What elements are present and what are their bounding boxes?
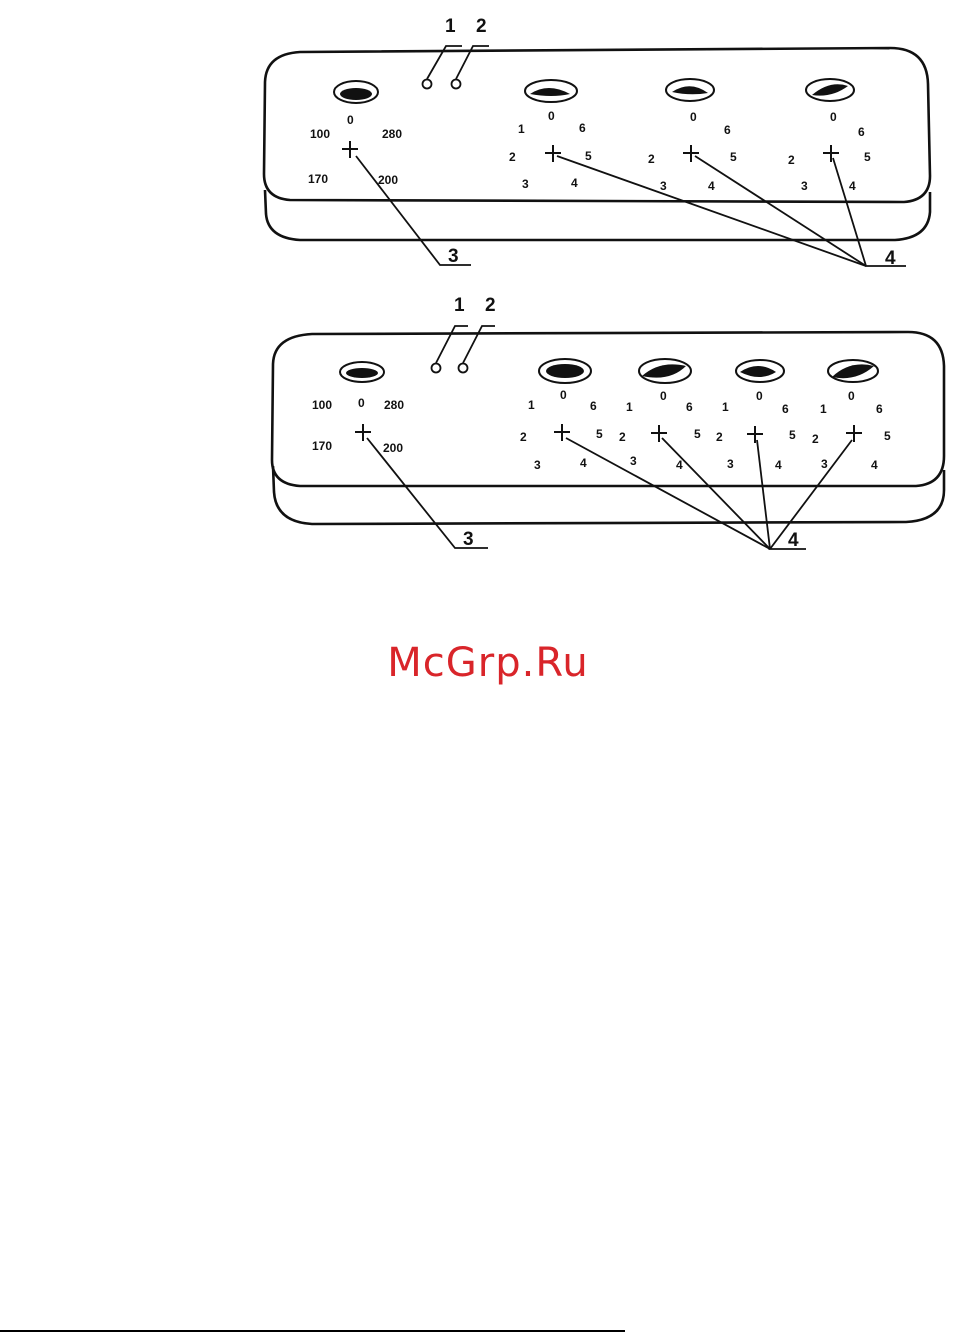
zone-1-knob-icon	[539, 359, 591, 383]
svg-text:5: 5	[596, 427, 603, 441]
callout-4-top: 4	[885, 248, 896, 269]
zone-dial-4-labels-bottom: 0 1 6 2 5 3 4	[812, 389, 891, 472]
svg-text:6: 6	[876, 402, 883, 416]
callout-2-bottom: 2	[485, 295, 496, 316]
svg-text:5: 5	[730, 150, 737, 164]
callout-1-bottom: 1	[454, 295, 465, 316]
svg-text:100: 100	[310, 127, 330, 141]
svg-text:200: 200	[378, 173, 398, 187]
svg-text:280: 280	[384, 398, 404, 412]
svg-text:2: 2	[509, 150, 516, 164]
panel-top-base-outline	[265, 190, 930, 240]
svg-text:5: 5	[694, 427, 701, 441]
temperature-dial-labels-bottom: 100 0 280 170 200	[312, 396, 404, 455]
zone-2-knob-icon	[639, 359, 691, 383]
temperature-knob-icon	[334, 81, 378, 103]
svg-text:1: 1	[820, 402, 827, 416]
svg-text:6: 6	[858, 125, 865, 139]
svg-text:3: 3	[727, 457, 734, 471]
dial-pointer-icon	[846, 425, 862, 442]
panel-bottom-face-outline	[272, 332, 944, 486]
zone-2-knob-icon	[666, 79, 714, 101]
svg-text:4: 4	[580, 456, 587, 470]
svg-text:170: 170	[312, 439, 332, 453]
svg-text:0: 0	[358, 396, 365, 410]
zone-dial-2-labels-top: 0 6 2 5 3 4	[648, 110, 737, 193]
svg-text:5: 5	[789, 428, 796, 442]
zone-dial-1-labels-top: 0 1 6 2 5 3 4	[509, 109, 592, 191]
svg-text:6: 6	[686, 400, 693, 414]
svg-text:2: 2	[716, 430, 723, 444]
page-bottom-rule	[0, 1330, 625, 1332]
svg-text:2: 2	[788, 153, 795, 167]
svg-text:4: 4	[708, 179, 715, 193]
svg-text:2: 2	[648, 152, 655, 166]
svg-text:6: 6	[724, 123, 731, 137]
control-panel-bottom: 1 2 100 0 280 170 200 0 1 6 2 5 3 4	[272, 295, 944, 551]
dial-pointer-icon	[683, 145, 699, 162]
svg-text:3: 3	[821, 457, 828, 471]
control-panel-top: 1 2 0 100 280 170 200 0 1 6 2 5 3 4	[264, 16, 930, 269]
svg-text:0: 0	[560, 388, 567, 402]
dial-pointer-icon	[823, 145, 839, 162]
svg-text:4: 4	[871, 458, 878, 472]
svg-text:2: 2	[520, 430, 527, 444]
dial-pointer-icon	[747, 426, 763, 443]
svg-text:6: 6	[579, 121, 586, 135]
callout-1-top: 1	[445, 16, 456, 37]
panel-top-face-outline	[264, 48, 930, 202]
svg-text:170: 170	[308, 172, 328, 186]
svg-text:0: 0	[830, 110, 837, 124]
zone-dial-3-labels-top: 0 6 2 5 3 4	[788, 110, 871, 193]
svg-text:4: 4	[571, 176, 578, 190]
indicator-lamp-2-icon	[459, 364, 468, 373]
svg-text:0: 0	[848, 389, 855, 403]
svg-text:0: 0	[690, 110, 697, 124]
zone-3-knob-icon	[806, 79, 854, 101]
svg-text:3: 3	[660, 179, 667, 193]
svg-text:100: 100	[312, 398, 332, 412]
svg-text:3: 3	[522, 177, 529, 191]
svg-text:4: 4	[849, 179, 856, 193]
callout-2-top: 2	[476, 16, 487, 37]
svg-text:3: 3	[630, 454, 637, 468]
svg-text:1: 1	[518, 122, 525, 136]
svg-text:3: 3	[801, 179, 808, 193]
svg-text:1: 1	[626, 400, 633, 414]
dial-pointer-icon	[342, 141, 358, 158]
svg-text:0: 0	[660, 389, 667, 403]
svg-text:0: 0	[548, 109, 555, 123]
callout-3-bottom: 3	[463, 529, 474, 550]
svg-text:6: 6	[590, 399, 597, 413]
svg-text:4: 4	[676, 458, 683, 472]
svg-text:0: 0	[756, 389, 763, 403]
svg-text:1: 1	[722, 400, 729, 414]
svg-text:5: 5	[585, 149, 592, 163]
indicator-lamp-1-icon	[423, 80, 432, 89]
zone-3-knob-icon	[736, 360, 784, 382]
zone-1-knob-icon	[525, 80, 577, 102]
svg-text:4: 4	[775, 458, 782, 472]
indicator-lamp-2-icon	[452, 80, 461, 89]
dial-pointer-icon	[545, 145, 561, 162]
svg-text:3: 3	[534, 458, 541, 472]
svg-text:200: 200	[383, 441, 403, 455]
svg-text:2: 2	[619, 430, 626, 444]
svg-text:1: 1	[528, 398, 535, 412]
dial-pointer-icon	[355, 424, 371, 441]
callout-3-top: 3	[448, 246, 459, 267]
svg-text:0: 0	[347, 113, 354, 127]
indicator-lamp-1-icon	[432, 364, 441, 373]
panel-bottom-base-outline	[273, 466, 944, 524]
svg-text:2: 2	[812, 432, 819, 446]
temperature-knob-icon	[340, 362, 384, 382]
watermark-text: McGrp.Ru	[0, 640, 976, 686]
zone-4-knob-icon	[828, 360, 878, 382]
svg-text:280: 280	[382, 127, 402, 141]
callout-4-bottom: 4	[788, 530, 799, 551]
svg-text:5: 5	[864, 150, 871, 164]
svg-text:5: 5	[884, 429, 891, 443]
svg-text:6: 6	[782, 402, 789, 416]
